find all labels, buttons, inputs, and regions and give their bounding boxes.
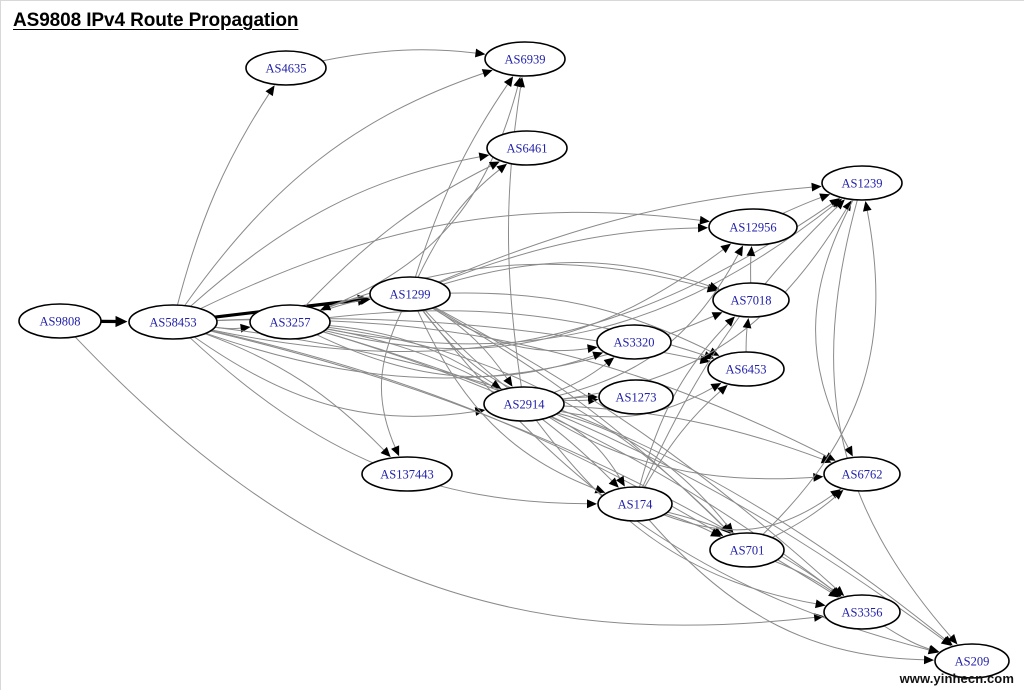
edge-AS1299-to-AS7018 bbox=[443, 263, 711, 287]
node-as3257[interactable]: AS3257 bbox=[250, 305, 330, 339]
node-shape-as137443[interactable] bbox=[362, 457, 452, 491]
node-shape-as12956[interactable] bbox=[709, 209, 797, 245]
node-as3320[interactable]: AS3320 bbox=[597, 325, 671, 359]
edge-AS58453-to-AS6939 bbox=[185, 73, 484, 306]
edge-AS4635-to-AS6939 bbox=[322, 50, 477, 61]
node-shape-as58453[interactable] bbox=[129, 305, 217, 339]
node-as174[interactable]: AS174 bbox=[598, 487, 672, 521]
node-as1273[interactable]: AS1273 bbox=[599, 380, 673, 414]
node-shape-as1299[interactable] bbox=[370, 277, 450, 311]
node-shape-as3257[interactable] bbox=[250, 305, 330, 339]
arrowhead-AS9808-to-AS58453 bbox=[115, 316, 127, 327]
edge-AS1299-to-AS6461 bbox=[418, 170, 500, 278]
node-as6762[interactable]: AS6762 bbox=[824, 457, 900, 491]
edge-AS58453-to-AS12956 bbox=[200, 212, 701, 308]
arrowhead-AS6453-to-AS7018 bbox=[743, 318, 752, 329]
edge-AS2914-to-AS1239 bbox=[562, 208, 847, 399]
arrowhead-AS2914-to-AS12956 bbox=[734, 246, 743, 257]
edge-AS6453-to-AS7018 bbox=[746, 326, 747, 352]
node-shape-as3356[interactable] bbox=[824, 595, 900, 629]
arrowhead-AS58453-to-AS6461 bbox=[479, 153, 490, 162]
edge-AS2914-to-AS3356 bbox=[536, 420, 817, 604]
node-shape-as3320[interactable] bbox=[597, 325, 671, 359]
edge-AS1239-to-AS209 bbox=[834, 200, 952, 638]
arrowhead-AS58453-to-AS12956 bbox=[699, 216, 709, 225]
node-as9808[interactable]: AS9808 bbox=[19, 304, 101, 338]
arrowhead-AS1299-to-AS174 bbox=[594, 485, 605, 493]
arrowhead-AS701-to-AS1239 bbox=[863, 201, 872, 212]
arrowhead-AS1299-to-AS1239 bbox=[811, 183, 821, 192]
node-shape-as4635[interactable] bbox=[246, 51, 326, 85]
edge-AS1299-to-AS6939 bbox=[415, 83, 508, 277]
node-shape-as1239[interactable] bbox=[822, 166, 902, 200]
node-shape-as701[interactable] bbox=[710, 533, 784, 567]
edge-AS2914-to-AS3320 bbox=[554, 363, 607, 393]
arrowhead-AS1299-to-AS6939 bbox=[504, 76, 513, 87]
edge-AS12956-to-AS1239 bbox=[782, 197, 821, 213]
node-shape-as6939[interactable] bbox=[485, 42, 565, 76]
node-as58453[interactable]: AS58453 bbox=[129, 305, 217, 339]
node-as137443[interactable]: AS137443 bbox=[362, 457, 452, 491]
arrowhead-AS7018-to-AS12956 bbox=[747, 246, 756, 256]
arrowhead-AS174-to-AS209 bbox=[924, 655, 934, 664]
node-layer: AS9808 AS58453 AS3257 AS1299 AS4635 AS6939AS6… bbox=[19, 42, 1009, 678]
node-as12956[interactable]: AS12956 bbox=[709, 209, 797, 245]
node-shape-as6453[interactable] bbox=[708, 352, 784, 386]
arrowhead-AS1299-to-AS6762 bbox=[813, 473, 823, 482]
edge-AS3356-to-AS209 bbox=[884, 626, 931, 650]
watermark: www.yinhecn.com bbox=[900, 671, 1014, 686]
edge-AS3257-to-AS3320 bbox=[317, 335, 595, 377]
node-as1239[interactable]: AS1239 bbox=[822, 166, 902, 200]
node-as2914[interactable]: AS2914 bbox=[484, 387, 564, 421]
arrowhead-AS58453-to-AS174 bbox=[587, 499, 597, 508]
edge-AS2914-to-AS6762 bbox=[564, 406, 823, 459]
arrowhead-AS58453-to-AS4635 bbox=[265, 85, 274, 96]
arrowhead-AS174-to-AS6453 bbox=[717, 385, 727, 395]
arrowhead-AS4635-to-AS6939 bbox=[475, 49, 485, 58]
arrowhead-AS12956-to-AS1239 bbox=[819, 194, 830, 202]
node-shape-as174[interactable] bbox=[598, 487, 672, 521]
arrowhead-AS2914-to-AS3356 bbox=[815, 599, 826, 608]
arrowhead-AS3257-to-AS12956 bbox=[720, 244, 731, 254]
arrowhead-AS1299-to-AS12956 bbox=[698, 224, 708, 233]
node-as1299[interactable]: AS1299 bbox=[370, 277, 450, 311]
node-shape-as1273[interactable] bbox=[599, 380, 673, 414]
edge-AS1299-to-AS6453 bbox=[450, 293, 711, 352]
arrowhead-AS1299-to-AS6461 bbox=[496, 164, 507, 174]
node-as7018[interactable]: AS7018 bbox=[713, 283, 789, 317]
node-shape-as6461[interactable] bbox=[487, 131, 567, 165]
node-as6453[interactable]: AS6453 bbox=[708, 352, 784, 386]
edge-AS174-to-AS6762 bbox=[664, 495, 834, 530]
node-as3356[interactable]: AS3356 bbox=[824, 595, 900, 629]
node-shape-as2914[interactable] bbox=[484, 387, 564, 421]
node-as6939[interactable]: AS6939 bbox=[485, 42, 565, 76]
arrowhead-AS58453-to-AS6939 bbox=[482, 69, 493, 77]
node-as6461[interactable]: AS6461 bbox=[487, 131, 567, 165]
edge-AS58453-to-AS4635 bbox=[177, 93, 269, 306]
node-as4635[interactable]: AS4635 bbox=[246, 51, 326, 85]
node-shape-as9808[interactable] bbox=[19, 304, 101, 338]
node-shape-as7018[interactable] bbox=[713, 283, 789, 317]
arrowhead-AS2914-to-AS3320 bbox=[604, 357, 615, 367]
edge-AS174-to-AS209 bbox=[649, 520, 926, 660]
edge-AS701-to-AS6762 bbox=[772, 496, 836, 538]
node-as701[interactable]: AS701 bbox=[710, 533, 784, 567]
node-shape-as6762[interactable] bbox=[824, 457, 900, 491]
edge-AS701-to-AS3356 bbox=[775, 561, 833, 591]
